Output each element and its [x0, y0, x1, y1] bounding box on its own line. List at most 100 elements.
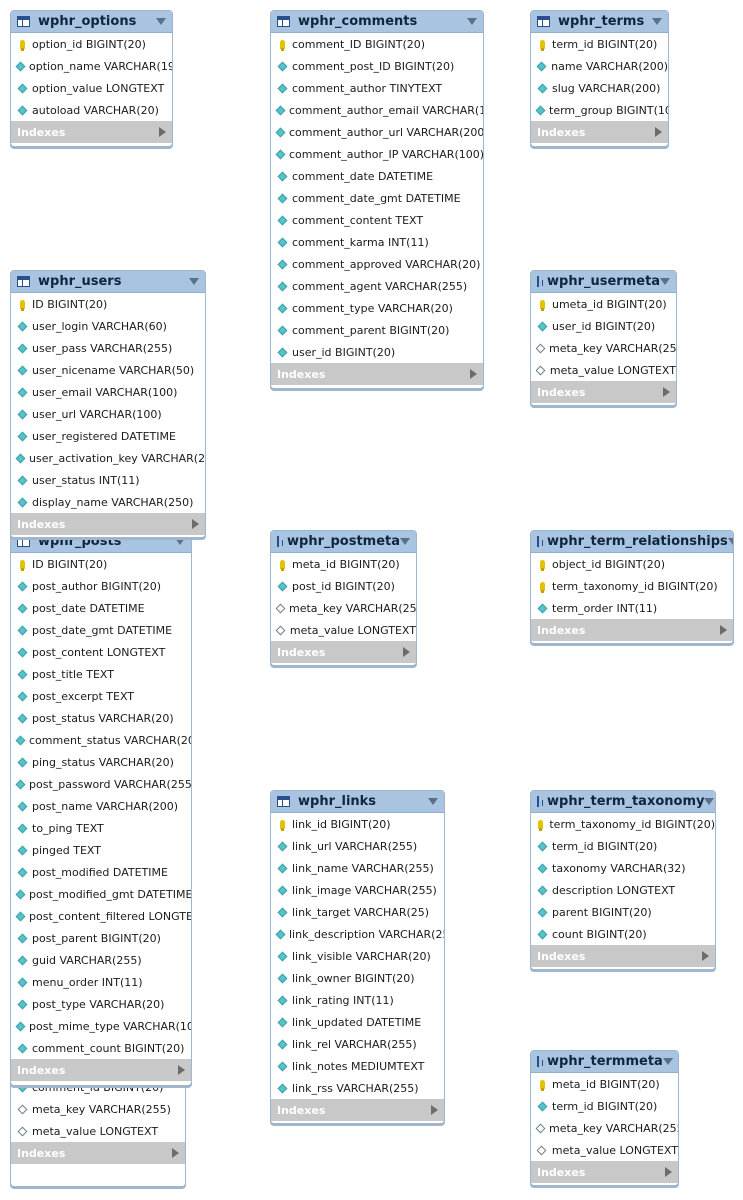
column-row[interactable]: meta_id BIGINT(20) — [271, 553, 416, 575]
column-row[interactable]: user_login VARCHAR(60) — [11, 315, 205, 337]
column-row[interactable]: post_status VARCHAR(20) — [11, 707, 191, 729]
column-row[interactable]: post_content_filtered LONGTEXT — [11, 905, 191, 927]
column-row[interactable]: comment_date_gmt DATETIME — [271, 187, 483, 209]
column-row[interactable]: post_mime_type VARCHAR(100) — [11, 1015, 191, 1037]
column-row[interactable]: user_email VARCHAR(100) — [11, 381, 205, 403]
column-row[interactable]: post_content LONGTEXT — [11, 641, 191, 663]
expand-arrow-icon[interactable] — [663, 387, 670, 397]
column-row[interactable]: option_name VARCHAR(191) — [11, 55, 172, 77]
column-row[interactable]: post_date DATETIME — [11, 597, 191, 619]
column-row[interactable]: taxonomy VARCHAR(32) — [531, 857, 715, 879]
column-row[interactable]: term_id BIGINT(20) — [531, 33, 668, 55]
column-row[interactable]: link_owner BIGINT(20) — [271, 967, 444, 989]
column-row[interactable]: post_parent BIGINT(20) — [11, 927, 191, 949]
collapse-arrow-icon[interactable] — [175, 538, 185, 545]
indexes-section[interactable]: Indexes — [271, 641, 416, 663]
column-row[interactable]: meta_value LONGTEXT — [271, 619, 416, 641]
collapse-arrow-icon[interactable] — [704, 798, 715, 805]
column-row[interactable]: comment_date DATETIME — [271, 165, 483, 187]
column-row[interactable]: meta_key VARCHAR(255) — [531, 1117, 678, 1139]
column-row[interactable]: post_title TEXT — [11, 663, 191, 685]
column-row[interactable]: user_nicename VARCHAR(50) — [11, 359, 205, 381]
column-row[interactable]: comment_karma INT(11) — [271, 231, 483, 253]
column-row[interactable]: comment_content TEXT — [271, 209, 483, 231]
column-row[interactable]: name VARCHAR(200) — [531, 55, 668, 77]
column-row[interactable]: parent BIGINT(20) — [531, 901, 715, 923]
column-row[interactable]: link_image VARCHAR(255) — [271, 879, 444, 901]
column-row[interactable]: option_id BIGINT(20) — [11, 33, 172, 55]
column-row[interactable]: guid VARCHAR(255) — [11, 949, 191, 971]
column-row[interactable]: link_target VARCHAR(25) — [271, 901, 444, 923]
column-row[interactable]: user_url VARCHAR(100) — [11, 403, 205, 425]
indexes-section[interactable]: Indexes — [271, 1099, 444, 1121]
table-header[interactable]: wphr_options — [11, 11, 172, 33]
column-row[interactable]: user_registered DATETIME — [11, 425, 205, 447]
column-row[interactable]: link_updated DATETIME — [271, 1011, 444, 1033]
column-row[interactable]: meta_key VARCHAR(255) — [531, 337, 676, 359]
column-row[interactable]: comment_count BIGINT(20) — [11, 1037, 191, 1059]
expand-arrow-icon[interactable] — [655, 127, 662, 137]
indexes-section[interactable]: Indexes — [11, 121, 172, 143]
column-row[interactable]: option_value LONGTEXT — [11, 77, 172, 99]
column-row[interactable]: post_password VARCHAR(255) — [11, 773, 191, 795]
column-row[interactable]: ID BIGINT(20) — [11, 553, 191, 575]
indexes-section[interactable]: Indexes — [531, 121, 668, 143]
column-row[interactable]: meta_key VARCHAR(255) — [271, 597, 416, 619]
indexes-section[interactable]: Indexes — [11, 1142, 185, 1164]
expand-arrow-icon[interactable] — [431, 1105, 438, 1115]
column-row[interactable]: ping_status VARCHAR(20) — [11, 751, 191, 773]
indexes-section[interactable]: Indexes — [531, 945, 715, 967]
table-header[interactable]: wphr_links — [271, 791, 444, 813]
column-row[interactable]: comment_post_ID BIGINT(20) — [271, 55, 483, 77]
column-row[interactable]: post_excerpt TEXT — [11, 685, 191, 707]
column-row[interactable]: term_taxonomy_id BIGINT(20) — [531, 813, 715, 835]
expand-arrow-icon[interactable] — [159, 127, 166, 137]
column-row[interactable]: link_notes MEDIUMTEXT — [271, 1055, 444, 1077]
table-header[interactable]: wphr_termmeta — [531, 1051, 678, 1073]
indexes-section[interactable]: Indexes — [531, 619, 733, 641]
column-row[interactable]: link_rss VARCHAR(255) — [271, 1077, 444, 1099]
indexes-section[interactable]: Indexes — [11, 513, 205, 535]
column-row[interactable]: post_modified DATETIME — [11, 861, 191, 883]
column-row[interactable]: slug VARCHAR(200) — [531, 77, 668, 99]
column-row[interactable]: comment_parent BIGINT(20) — [271, 319, 483, 341]
collapse-arrow-icon[interactable] — [727, 538, 733, 545]
collapse-arrow-icon[interactable] — [428, 798, 438, 805]
column-row[interactable]: user_id BIGINT(20) — [531, 315, 676, 337]
column-row[interactable]: user_id BIGINT(20) — [271, 341, 483, 363]
column-row[interactable]: object_id BIGINT(20) — [531, 553, 733, 575]
column-row[interactable]: term_id BIGINT(20) — [531, 1095, 678, 1117]
expand-arrow-icon[interactable] — [172, 1148, 179, 1158]
column-row[interactable]: post_type VARCHAR(20) — [11, 993, 191, 1015]
column-row[interactable]: post_date_gmt DATETIME — [11, 619, 191, 641]
column-row[interactable]: post_author BIGINT(20) — [11, 575, 191, 597]
indexes-section[interactable]: Indexes — [531, 381, 676, 403]
expand-arrow-icon[interactable] — [192, 519, 199, 529]
column-row[interactable]: autoload VARCHAR(20) — [11, 99, 172, 121]
collapse-arrow-icon[interactable] — [660, 278, 671, 285]
table-header[interactable]: wphr_term_taxonomy — [531, 791, 715, 813]
column-row[interactable]: post_modified_gmt DATETIME — [11, 883, 191, 905]
column-row[interactable]: ID BIGINT(20) — [11, 293, 205, 315]
column-row[interactable]: term_id BIGINT(20) — [531, 835, 715, 857]
column-row[interactable]: link_id BIGINT(20) — [271, 813, 444, 835]
column-row[interactable]: term_taxonomy_id BIGINT(20) — [531, 575, 733, 597]
column-row[interactable]: post_name VARCHAR(200) — [11, 795, 191, 817]
column-row[interactable]: comment_agent VARCHAR(255) — [271, 275, 483, 297]
table-header[interactable]: wphr_terms — [531, 11, 668, 33]
column-row[interactable]: comment_ID BIGINT(20) — [271, 33, 483, 55]
column-row[interactable]: user_pass VARCHAR(255) — [11, 337, 205, 359]
column-row[interactable]: comment_type VARCHAR(20) — [271, 297, 483, 319]
column-row[interactable]: term_group BIGINT(10) — [531, 99, 668, 121]
collapse-arrow-icon[interactable] — [652, 18, 662, 25]
column-row[interactable]: description LONGTEXT — [531, 879, 715, 901]
column-row[interactable]: pinged TEXT — [11, 839, 191, 861]
column-row[interactable]: meta_value LONGTEXT — [531, 1139, 678, 1161]
expand-arrow-icon[interactable] — [702, 951, 709, 961]
column-row[interactable]: umeta_id BIGINT(20) — [531, 293, 676, 315]
